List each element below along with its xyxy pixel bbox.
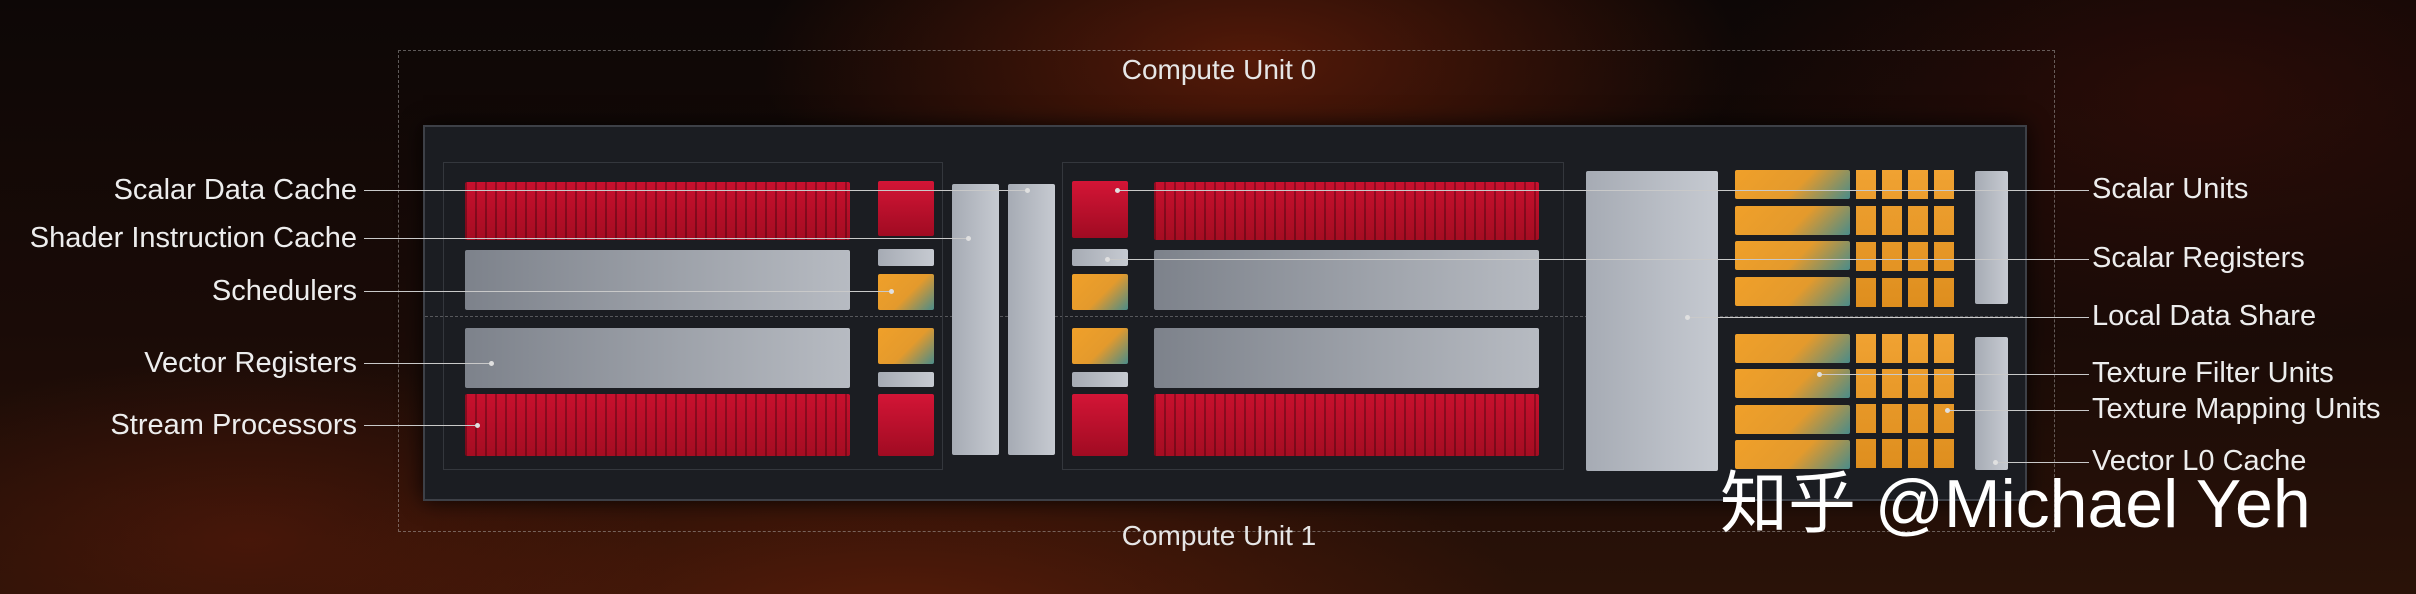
leader-texture-mapping-units: [1948, 410, 2089, 411]
simd-block-right: [1062, 162, 1564, 470]
leader-shader-instruction-cache: [364, 238, 969, 239]
label-texture-mapping-units: Texture Mapping Units: [2092, 393, 2381, 425]
label-stream-processors: Stream Processors: [110, 409, 357, 441]
scheduler-right-top: [1072, 274, 1128, 310]
shader-instruction-cache: [952, 184, 999, 455]
leader-dot: [475, 423, 480, 428]
scalar-unit-left-bottom: [878, 394, 934, 456]
leader-dot: [1115, 188, 1120, 193]
leader-scalar-data-cache: [364, 190, 1028, 191]
scalar-unit-right-bottom: [1072, 394, 1128, 456]
local-data-share: [1586, 171, 1718, 471]
label-texture-filter-units: Texture Filter Units: [2092, 357, 2334, 389]
leader-dot: [889, 289, 894, 294]
vector-registers-left-bottom: [465, 328, 850, 388]
label-scalar-units: Scalar Units: [2092, 173, 2249, 205]
leader-texture-filter-units: [1820, 374, 2089, 375]
leader-dot: [1685, 315, 1690, 320]
scalar-register-right-bottom: [1072, 372, 1128, 387]
compute-unit-0-label: Compute Unit 0: [1121, 54, 1317, 85]
watermark-text: 知乎 @Michael Yeh: [1720, 466, 2311, 542]
label-scalar-data-cache: Scalar Data Cache: [113, 174, 357, 206]
scalar-register-right-top: [1072, 249, 1128, 266]
vector-registers-right-top: [1154, 250, 1539, 310]
vector-l0-cache-top: [1975, 171, 2008, 304]
compute-unit-divider: [425, 316, 2023, 317]
leader-scalar-registers: [1108, 259, 2089, 260]
stream-processors-left-bottom: [465, 394, 850, 456]
leader-schedulers: [364, 291, 892, 292]
stream-processors-right-top: [1154, 182, 1539, 240]
label-schedulers: Schedulers: [211, 275, 357, 307]
leader-scalar-units: [1118, 190, 2089, 191]
label-vector-l0-cache: Vector L0 Cache: [2092, 445, 2307, 477]
label-shader-instruction-cache: Shader Instruction Cache: [29, 222, 357, 254]
scheduler-left-bottom: [878, 328, 934, 364]
label-vector-registers: Vector Registers: [144, 347, 357, 379]
leader-stream-processors: [364, 425, 478, 426]
texture-filter-unit: [1735, 369, 1850, 398]
texture-filter-unit: [1735, 170, 1850, 199]
leader-dot: [1993, 460, 1998, 465]
scheduler-left-top: [878, 274, 934, 310]
leader-vector-l0-cache: [1996, 462, 2089, 463]
texture-filter-unit: [1735, 334, 1850, 363]
vector-l0-cache-bottom: [1975, 337, 2008, 470]
texture-filter-unit: [1735, 241, 1850, 270]
stream-processors-left-top: [465, 182, 850, 240]
vector-registers-right-bottom: [1154, 328, 1539, 388]
simd-block-left: [443, 162, 943, 470]
scalar-register-left-bottom: [878, 372, 934, 387]
texture-mapping-units-top: [1856, 170, 1956, 307]
leader-vector-registers: [364, 363, 492, 364]
leader-dot: [966, 236, 971, 241]
leader-dot: [1105, 257, 1110, 262]
leader-dot: [489, 361, 494, 366]
leader-dot: [1817, 372, 1822, 377]
label-local-data-share: Local Data Share: [2092, 300, 2317, 332]
texture-mapping-units-bottom: [1856, 334, 1956, 469]
leader-dot: [1025, 188, 1030, 193]
texture-filter-unit: [1735, 440, 1850, 469]
scalar-data-cache: [1008, 184, 1055, 455]
texture-filter-unit: [1735, 405, 1850, 434]
vector-registers-left-top: [465, 250, 850, 310]
leader-local-data-share: [1688, 317, 2089, 318]
scheduler-right-bottom: [1072, 328, 1128, 364]
scalar-register-left-top: [878, 249, 934, 266]
label-scalar-registers: Scalar Registers: [2092, 242, 2305, 274]
texture-filter-unit: [1735, 206, 1850, 235]
stream-processors-right-bottom: [1154, 394, 1539, 456]
texture-filter-unit: [1735, 277, 1850, 306]
compute-unit-1-label: Compute Unit 1: [1121, 520, 1317, 551]
leader-dot: [1945, 408, 1950, 413]
